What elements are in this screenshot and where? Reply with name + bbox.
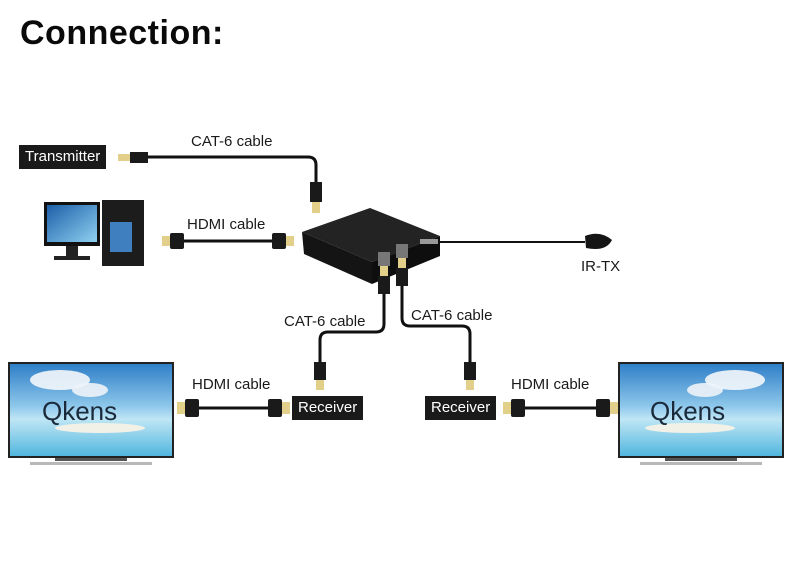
hdmi-extender-device: [302, 208, 440, 284]
hdmi-cable-left-label: HDMI cable: [192, 376, 271, 393]
tv-right: [618, 362, 784, 465]
cat6-cable-right-label: CAT-6 cable: [411, 307, 493, 324]
hdmi-cable-top: [162, 233, 294, 249]
cat6-cable-top-label: CAT-6 cable: [191, 133, 273, 150]
ir-tx-label: IR-TX: [581, 258, 621, 275]
tv-right-brand: Qkens: [650, 396, 726, 426]
hdmi-cable-top-label: HDMI cable: [187, 216, 266, 233]
hdmi-cable-right: [503, 399, 618, 417]
page-title: Connection:: [20, 14, 224, 52]
cat6-cable-left-label: CAT-6 cable: [284, 313, 366, 330]
cat6-cable-right: [396, 258, 476, 390]
pc-icon: [44, 200, 144, 266]
receiver-left-label: Receiver: [292, 396, 364, 420]
hdmi-cable-left: [177, 399, 290, 417]
receiver-right-label: Receiver: [425, 396, 497, 420]
transmitter-label: Transmitter: [19, 145, 107, 169]
tv-left: [8, 362, 174, 465]
hdmi-cable-right-label: HDMI cable: [511, 376, 590, 393]
cat6-cable-left: [314, 266, 390, 390]
ir-tx-cable: [420, 233, 612, 249]
cat6-cable-top: [118, 152, 322, 213]
tv-left-brand: Qkens: [42, 396, 118, 426]
